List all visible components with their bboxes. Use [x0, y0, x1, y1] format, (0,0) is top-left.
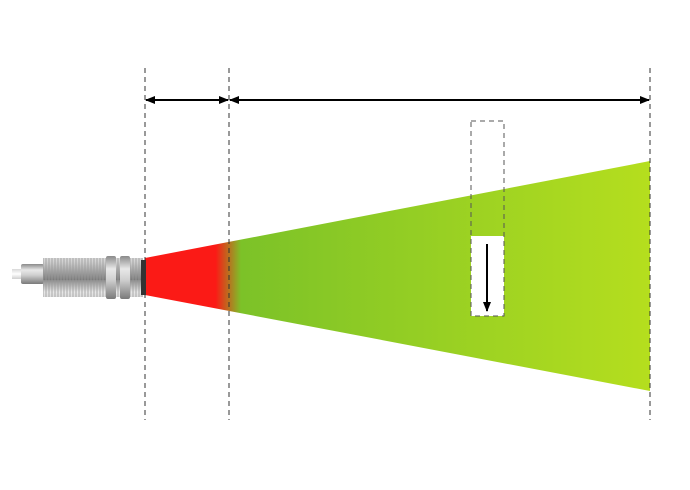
ultrasonic-sensor-icon: [12, 256, 146, 299]
target-object: [470, 120, 505, 317]
sound-beam-cone: [145, 161, 650, 391]
